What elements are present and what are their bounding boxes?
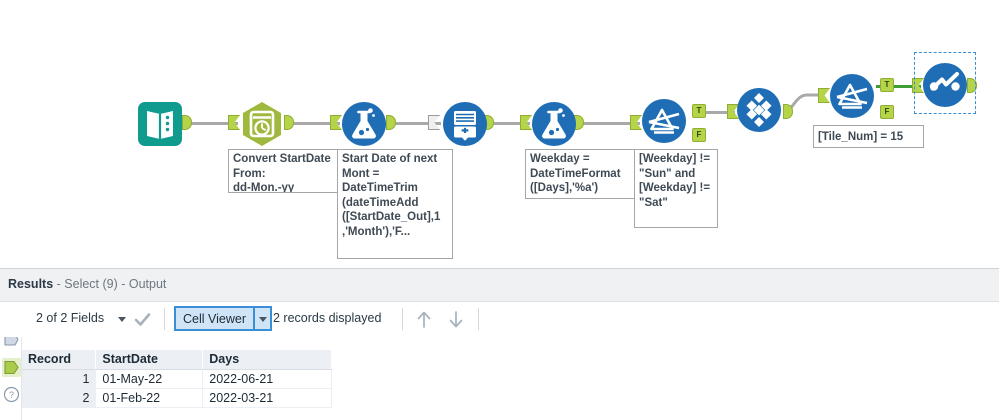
results-title: Results xyxy=(8,277,54,291)
rows-plus-icon xyxy=(443,102,487,146)
arrow-up-icon[interactable] xyxy=(415,310,433,329)
output-anchor-input-data[interactable] xyxy=(182,115,192,130)
toolbar-divider-3 xyxy=(478,308,479,330)
table-row: 2 01-Feb-22 2022-03-21 xyxy=(22,388,332,408)
generate-rows-tool[interactable] xyxy=(441,100,489,148)
wire-filter2-true-to-browse xyxy=(876,85,921,88)
column-header-days[interactable]: Days xyxy=(202,350,332,370)
wire-input-to-datetime xyxy=(190,122,238,125)
output-anchor-browse[interactable] xyxy=(967,78,977,93)
annotation-weekday-filter[interactable]: [Weekday] != "Sun" and [Weekday] != "Sat… xyxy=(634,149,718,228)
column-header-startdate[interactable]: StartDate xyxy=(95,350,204,370)
filter-tool-1[interactable] xyxy=(640,97,688,145)
results-subtitle: - Select (9) - Output xyxy=(56,277,167,291)
cell-viewer-chevron-down-icon[interactable] xyxy=(253,308,270,329)
annotation-weekday[interactable]: Weekday = DateTimeFormat ([Days],'%a') xyxy=(525,149,635,199)
cell-viewer-dropdown[interactable]: Cell Viewer xyxy=(174,306,272,331)
clock-hexagon-icon xyxy=(243,102,281,146)
annotation-convert-startdate[interactable]: Convert StartDate From: dd-Mon.-yy xyxy=(228,149,338,193)
wire-datetime-to-formula1 xyxy=(292,122,340,125)
check-icon[interactable] xyxy=(134,311,151,328)
svg-text:?: ? xyxy=(9,390,14,400)
wire-generaterows-to-formula2 xyxy=(490,122,530,125)
output-anchor-filter2-true[interactable]: T xyxy=(880,78,894,92)
formula-tool-2[interactable] xyxy=(530,100,578,148)
results-title-bar: Results - Select (9) - Output xyxy=(8,277,166,291)
column-header-record[interactable]: Record xyxy=(22,350,97,370)
records-displayed-label: 2 records displayed xyxy=(273,311,382,325)
results-data-grid[interactable]: Record StartDate Days 1 01-May-22 2022-0… xyxy=(22,350,332,408)
workflow-canvas[interactable]: T F T F xyxy=(0,0,999,268)
cell-days[interactable]: 2022-03-21 xyxy=(202,388,332,408)
output-anchor-icon[interactable] xyxy=(2,358,21,377)
input-data-tool[interactable] xyxy=(136,100,184,148)
output-anchor-filter1-false[interactable]: F xyxy=(692,128,706,142)
browse-chart-icon xyxy=(923,63,967,107)
fields-selector-label[interactable]: 2 of 2 Fields xyxy=(36,311,105,325)
toolbar-divider-1 xyxy=(164,308,165,330)
book-icon xyxy=(138,102,182,146)
formula-tool-1[interactable] xyxy=(340,100,388,148)
cell-viewer-label: Cell Viewer xyxy=(183,311,246,326)
output-anchor-tile[interactable] xyxy=(783,104,793,119)
arrow-down-icon[interactable] xyxy=(447,310,465,329)
results-toolbar: 2 of 2 Fields Cell Viewer 2 records disp… xyxy=(0,302,999,337)
filter-funnel-icon xyxy=(830,74,874,118)
output-anchor-filter1-true[interactable]: T xyxy=(692,104,706,118)
help-icon[interactable]: ? xyxy=(3,386,20,403)
output-anchor-formula1[interactable] xyxy=(386,115,396,130)
results-header: Results - Select (9) - Output xyxy=(0,269,999,302)
cell-days[interactable]: 2022-06-21 xyxy=(202,369,332,389)
toolbar-divider-2 xyxy=(402,308,403,330)
wire-formula1-to-generaterows xyxy=(394,122,441,125)
cell-record[interactable]: 2 xyxy=(22,388,97,408)
datetime-tool[interactable] xyxy=(238,100,286,148)
filter-tool-2[interactable] xyxy=(828,72,876,120)
results-pane: Results - Select (9) - Output ? 2 of 2 F… xyxy=(0,268,999,420)
output-anchor-filter2-false[interactable]: F xyxy=(880,105,894,119)
cell-startdate[interactable]: 01-May-22 xyxy=(95,369,204,389)
cell-record[interactable]: 1 xyxy=(22,369,97,389)
tile-tool[interactable] xyxy=(735,86,783,134)
table-row: 1 01-May-22 2022-06-21 xyxy=(22,369,332,389)
flask-icon xyxy=(532,102,576,146)
wire-filter1-to-tile xyxy=(700,111,735,114)
annotation-start-date-next-month[interactable]: Start Date of next Mont = DateTimeTrim (… xyxy=(337,149,453,259)
wire-formula2-to-filter1 xyxy=(580,122,640,125)
selection-marquee-browse xyxy=(914,52,976,114)
flask-icon xyxy=(342,102,386,146)
annotation-tile-num[interactable]: [Tile_Num] = 15 xyxy=(813,125,924,148)
table-header-row: Record StartDate Days xyxy=(22,350,332,370)
browse-tool[interactable] xyxy=(921,61,969,109)
filter-funnel-icon xyxy=(642,99,686,143)
fields-selector-chevron-down-icon[interactable] xyxy=(118,317,126,322)
tile-diamond-icon xyxy=(737,88,781,132)
cell-startdate[interactable]: 01-Feb-22 xyxy=(95,388,204,408)
output-anchor-datetime[interactable] xyxy=(284,115,294,130)
